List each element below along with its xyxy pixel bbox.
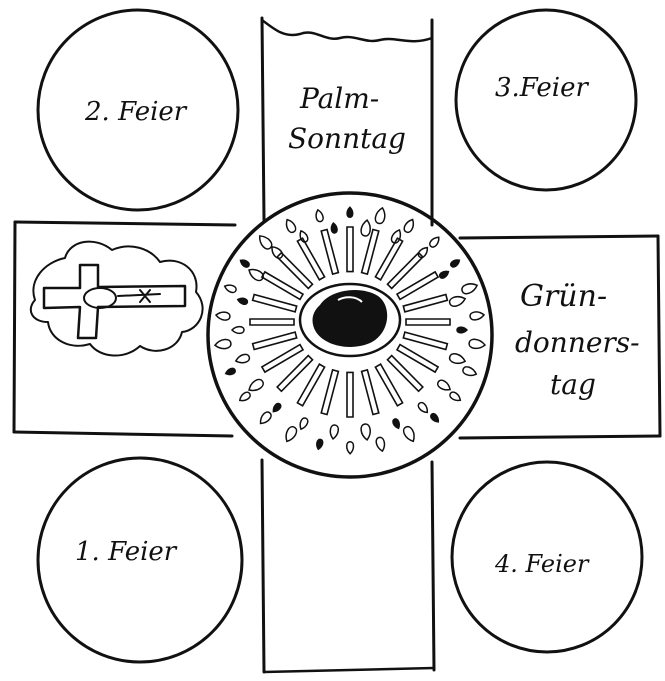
drop-mark	[462, 366, 478, 378]
central-circle	[208, 193, 492, 477]
drop-mark	[390, 228, 403, 244]
ray	[253, 332, 297, 349]
drop-mark	[438, 269, 449, 279]
drop-mark	[223, 283, 237, 294]
feier-4-label: 4. Feier	[494, 550, 590, 578]
feier-2-label: 2. Feier	[84, 97, 188, 127]
drop-mark	[258, 410, 273, 426]
ray	[403, 295, 447, 312]
drop-mark	[298, 417, 309, 431]
drop-mark	[347, 442, 354, 454]
drop-mark	[375, 437, 386, 452]
drop-mark	[470, 311, 485, 321]
drop-mark	[417, 245, 430, 258]
drop-mark	[403, 218, 416, 234]
drop-mark	[239, 258, 250, 268]
gruendonnerstag-panel: Grün- donners- tag	[460, 236, 660, 438]
gruendonnerstag-line3: tag	[550, 368, 596, 401]
drop-mark	[428, 235, 441, 248]
drop-mark	[247, 266, 265, 282]
drop-mark	[214, 339, 231, 350]
circle-feier-2: 2. Feier	[38, 10, 238, 210]
ray	[403, 332, 447, 349]
drop-mark	[256, 233, 273, 251]
drop-mark	[449, 391, 463, 403]
palmsonntag-line2: Sonntag	[288, 122, 406, 155]
drop-mark	[347, 207, 353, 217]
gruendonnerstag-line2: donners-	[515, 326, 640, 359]
drop-mark	[316, 439, 324, 450]
drop-mark	[430, 412, 441, 423]
drop-mark	[247, 378, 265, 394]
drop-mark	[436, 379, 452, 393]
feier-3-label: 3.Feier	[495, 73, 590, 103]
drop-mark	[360, 423, 371, 440]
drop-mark	[315, 209, 324, 222]
drop-mark	[235, 353, 251, 365]
ray	[321, 370, 338, 415]
drop-mark	[215, 311, 230, 321]
ray	[321, 229, 338, 274]
drop-mark	[469, 339, 486, 350]
circle-feier-1: 1. Feier	[38, 458, 242, 662]
drop-mark	[331, 223, 338, 234]
drop-mark	[238, 391, 252, 403]
ray	[253, 295, 297, 312]
ray	[362, 370, 379, 415]
drop-mark	[417, 401, 430, 414]
drop-mark	[298, 229, 309, 243]
circle-feier-4: 4. Feier	[452, 462, 642, 652]
drop-mark	[402, 425, 417, 443]
ray	[406, 319, 450, 325]
drop-mark	[374, 207, 387, 225]
stone-icon	[300, 284, 400, 356]
drop-mark	[450, 258, 461, 268]
drop-mark	[449, 294, 467, 307]
drop-mark	[360, 219, 371, 236]
drop-mark	[237, 297, 248, 305]
drop-mark	[232, 327, 244, 334]
drop-mark	[449, 352, 467, 365]
drop-mark	[457, 327, 467, 333]
drop-mark	[271, 402, 282, 413]
crucifix-icon	[31, 242, 203, 356]
ray	[250, 319, 294, 325]
bottom-strip-panel	[262, 460, 434, 672]
ray	[347, 227, 353, 272]
drop-mark	[392, 418, 401, 429]
drop-mark	[461, 281, 479, 295]
feier-1-label: 1. Feier	[75, 537, 178, 567]
drop-mark	[225, 367, 236, 376]
palmsonntag-line1: Palm-	[299, 82, 379, 115]
ray	[347, 372, 353, 417]
gruendonnerstag-line1: Grün-	[520, 279, 607, 314]
drop-mark	[283, 425, 298, 443]
circle-feier-3: 3.Feier	[456, 10, 636, 190]
drop-mark	[329, 425, 339, 440]
crucifix-panel	[14, 222, 235, 436]
drop-mark	[284, 218, 297, 234]
